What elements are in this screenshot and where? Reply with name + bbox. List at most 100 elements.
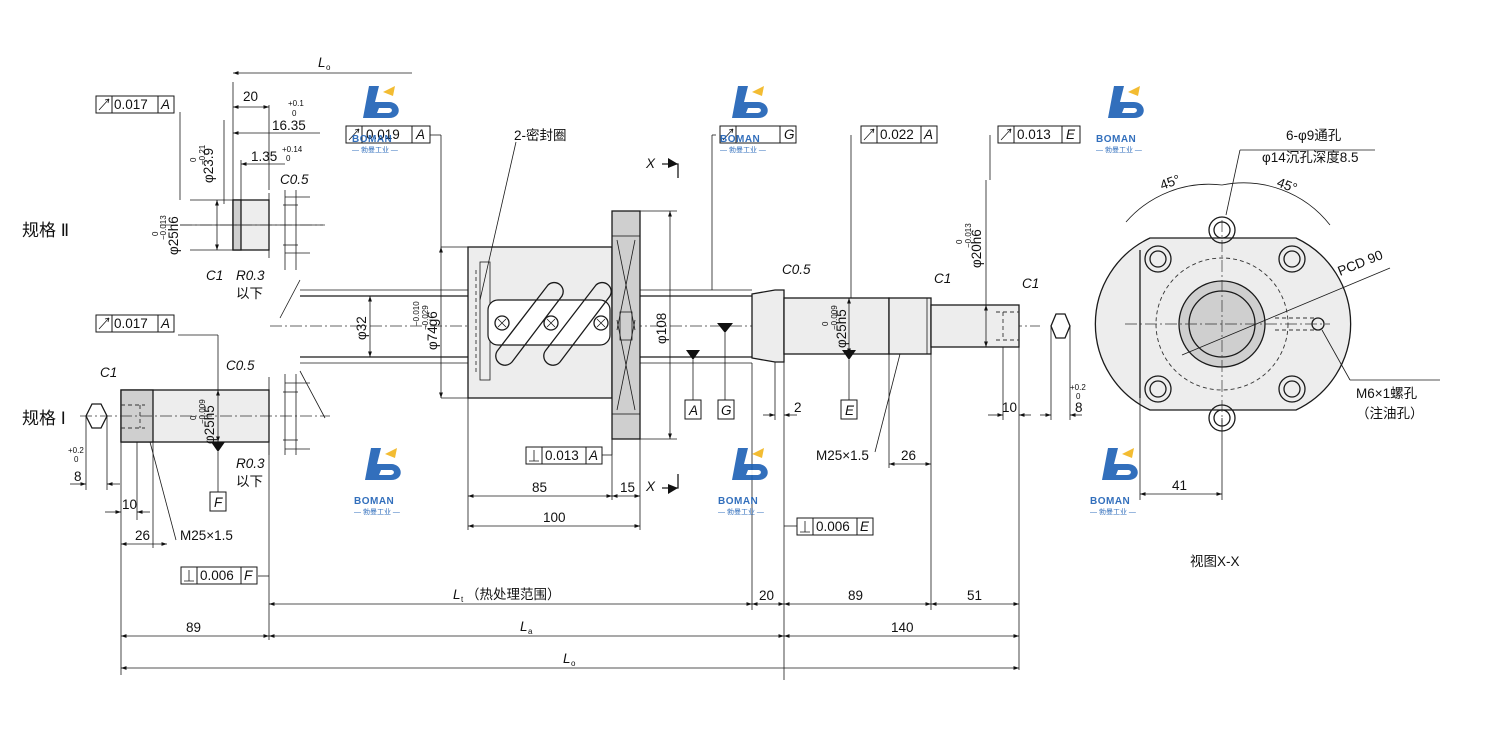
svg-text:L: L — [520, 619, 528, 634]
svg-text:45°: 45° — [1158, 172, 1182, 193]
svg-text:100: 100 — [543, 510, 566, 525]
svg-text:A: A — [688, 403, 698, 418]
svg-text:C0.5: C0.5 — [782, 262, 811, 277]
svg-text:+0.1: +0.1 — [288, 99, 304, 108]
svg-text:R0.3: R0.3 — [236, 268, 265, 283]
svg-text:φ20h6: φ20h6 — [969, 229, 984, 268]
svg-text:M25×1.5: M25×1.5 — [180, 528, 233, 543]
svg-text:PCD 90: PCD 90 — [1336, 247, 1385, 279]
svg-text:+0.14: +0.14 — [282, 145, 303, 154]
svg-text:2: 2 — [794, 400, 802, 415]
svg-text:φ32: φ32 — [354, 316, 369, 340]
svg-text:16.35: 16.35 — [272, 118, 306, 133]
svg-text:C1: C1 — [206, 268, 223, 283]
svg-text:BOMAN: BOMAN — [718, 496, 758, 507]
svg-text:— 勃曼工业 —: — 勃曼工业 — — [718, 507, 764, 516]
svg-text:F: F — [244, 568, 253, 583]
svg-text:A: A — [923, 127, 933, 142]
svg-text:φ25h5: φ25h5 — [834, 309, 849, 348]
svg-text:85: 85 — [532, 480, 547, 495]
datum-boxes — [209, 399, 858, 512]
fcf-b — [345, 125, 431, 144]
svg-text:— 勃曼工业 —: — 勃曼工业 — — [1090, 507, 1136, 516]
svg-text:C1: C1 — [934, 271, 951, 286]
svg-text:+0.2: +0.2 — [1070, 383, 1086, 392]
svg-text:0: 0 — [955, 239, 964, 244]
svg-text:— 勃曼工业 —: — 勃曼工业 — — [1096, 145, 1142, 154]
svg-text:BOMAN: BOMAN — [720, 134, 760, 145]
svg-text:0: 0 — [821, 321, 830, 326]
svg-text:BOMAN: BOMAN — [354, 496, 394, 507]
svg-text:G: G — [721, 403, 732, 418]
svg-text:E: E — [860, 519, 870, 534]
svg-text:0.013: 0.013 — [545, 448, 579, 463]
spec1-detail — [70, 374, 330, 675]
svg-text:0: 0 — [74, 455, 79, 464]
svg-text:26: 26 — [135, 528, 150, 543]
svg-text:以下: 以下 — [236, 474, 263, 489]
ball-nut — [467, 210, 641, 440]
svg-text:o: o — [326, 63, 331, 72]
svg-text:20: 20 — [243, 89, 258, 104]
fcf-d — [997, 125, 1081, 144]
svg-text:−0.013: −0.013 — [964, 223, 973, 248]
svg-text:（热处理范围）: （热处理范围） — [466, 587, 561, 602]
svg-text:15: 15 — [620, 480, 635, 495]
svg-text:以下: 以下 — [236, 286, 263, 301]
svg-text:−0.013: −0.013 — [159, 215, 168, 240]
svg-text:— 勃曼工业 —: — 勃曼工业 — — [354, 507, 400, 516]
svg-text:φ74g6: φ74g6 — [425, 311, 440, 350]
svg-text:a: a — [528, 627, 533, 636]
svg-text:X: X — [645, 156, 656, 171]
svg-text:1.35: 1.35 — [251, 149, 277, 164]
svg-text:6-φ9通孔: 6-φ9通孔 — [1286, 128, 1342, 143]
svg-text:0.013: 0.013 — [1017, 127, 1051, 142]
svg-text:0: 0 — [189, 157, 198, 162]
svg-text:E: E — [845, 403, 855, 418]
svg-text:140: 140 — [891, 620, 914, 635]
svg-text:0: 0 — [151, 231, 160, 236]
svg-text:26: 26 — [901, 448, 916, 463]
svg-text:C0.5: C0.5 — [226, 358, 255, 373]
svg-text:−0.21: −0.21 — [198, 144, 207, 165]
svg-text:0.019: 0.019 — [366, 127, 400, 142]
svg-text:0.006: 0.006 — [200, 568, 234, 583]
svg-text:BOMAN: BOMAN — [1090, 496, 1130, 507]
svg-text:−0.009: −0.009 — [830, 305, 839, 330]
svg-text:10: 10 — [122, 497, 137, 512]
svg-text:89: 89 — [186, 620, 201, 635]
svg-text:— 勃曼工业 —: — 勃曼工业 — — [720, 145, 766, 154]
spec1-label: 规格 Ⅰ — [22, 409, 66, 428]
svg-text:A: A — [160, 97, 170, 112]
svg-text:E: E — [1066, 127, 1076, 142]
svg-text:C1: C1 — [100, 365, 117, 380]
svg-text:−0.009: −0.009 — [198, 399, 207, 424]
svg-text:R0.3: R0.3 — [236, 456, 265, 471]
svg-text:0: 0 — [189, 415, 198, 420]
svg-text:41: 41 — [1172, 478, 1187, 493]
svg-text:8: 8 — [74, 469, 82, 484]
view-label: 视图X-X — [1190, 554, 1240, 569]
svg-text:−0.029: −0.029 — [421, 305, 430, 330]
fcf-h — [180, 566, 258, 585]
svg-text:0: 0 — [286, 154, 291, 163]
svg-text:0: 0 — [292, 109, 297, 118]
svg-text:10: 10 — [1002, 400, 1017, 415]
svg-text:0.006: 0.006 — [816, 519, 850, 534]
section-markers — [662, 158, 679, 494]
svg-text:φ14沉孔深度8.5: φ14沉孔深度8.5 — [1262, 150, 1359, 165]
fcf-c — [860, 125, 938, 144]
svg-text:L: L — [453, 587, 461, 602]
svg-text:0.022: 0.022 — [880, 127, 914, 142]
svg-text:φ25h5: φ25h5 — [202, 405, 217, 444]
svg-text:0: 0 — [1076, 392, 1081, 401]
svg-text:A: A — [160, 316, 170, 331]
svg-text:0.017: 0.017 — [114, 316, 148, 331]
svg-text:o: o — [571, 659, 576, 668]
svg-text:φ23.9: φ23.9 — [201, 148, 216, 183]
svg-text:20: 20 — [759, 588, 774, 603]
svg-text:8: 8 — [1075, 400, 1083, 415]
svg-text:G: G — [784, 127, 795, 142]
svg-text:−0.010: −0.010 — [412, 301, 421, 326]
svg-text:2-密封圈: 2-密封圈 — [514, 127, 567, 143]
